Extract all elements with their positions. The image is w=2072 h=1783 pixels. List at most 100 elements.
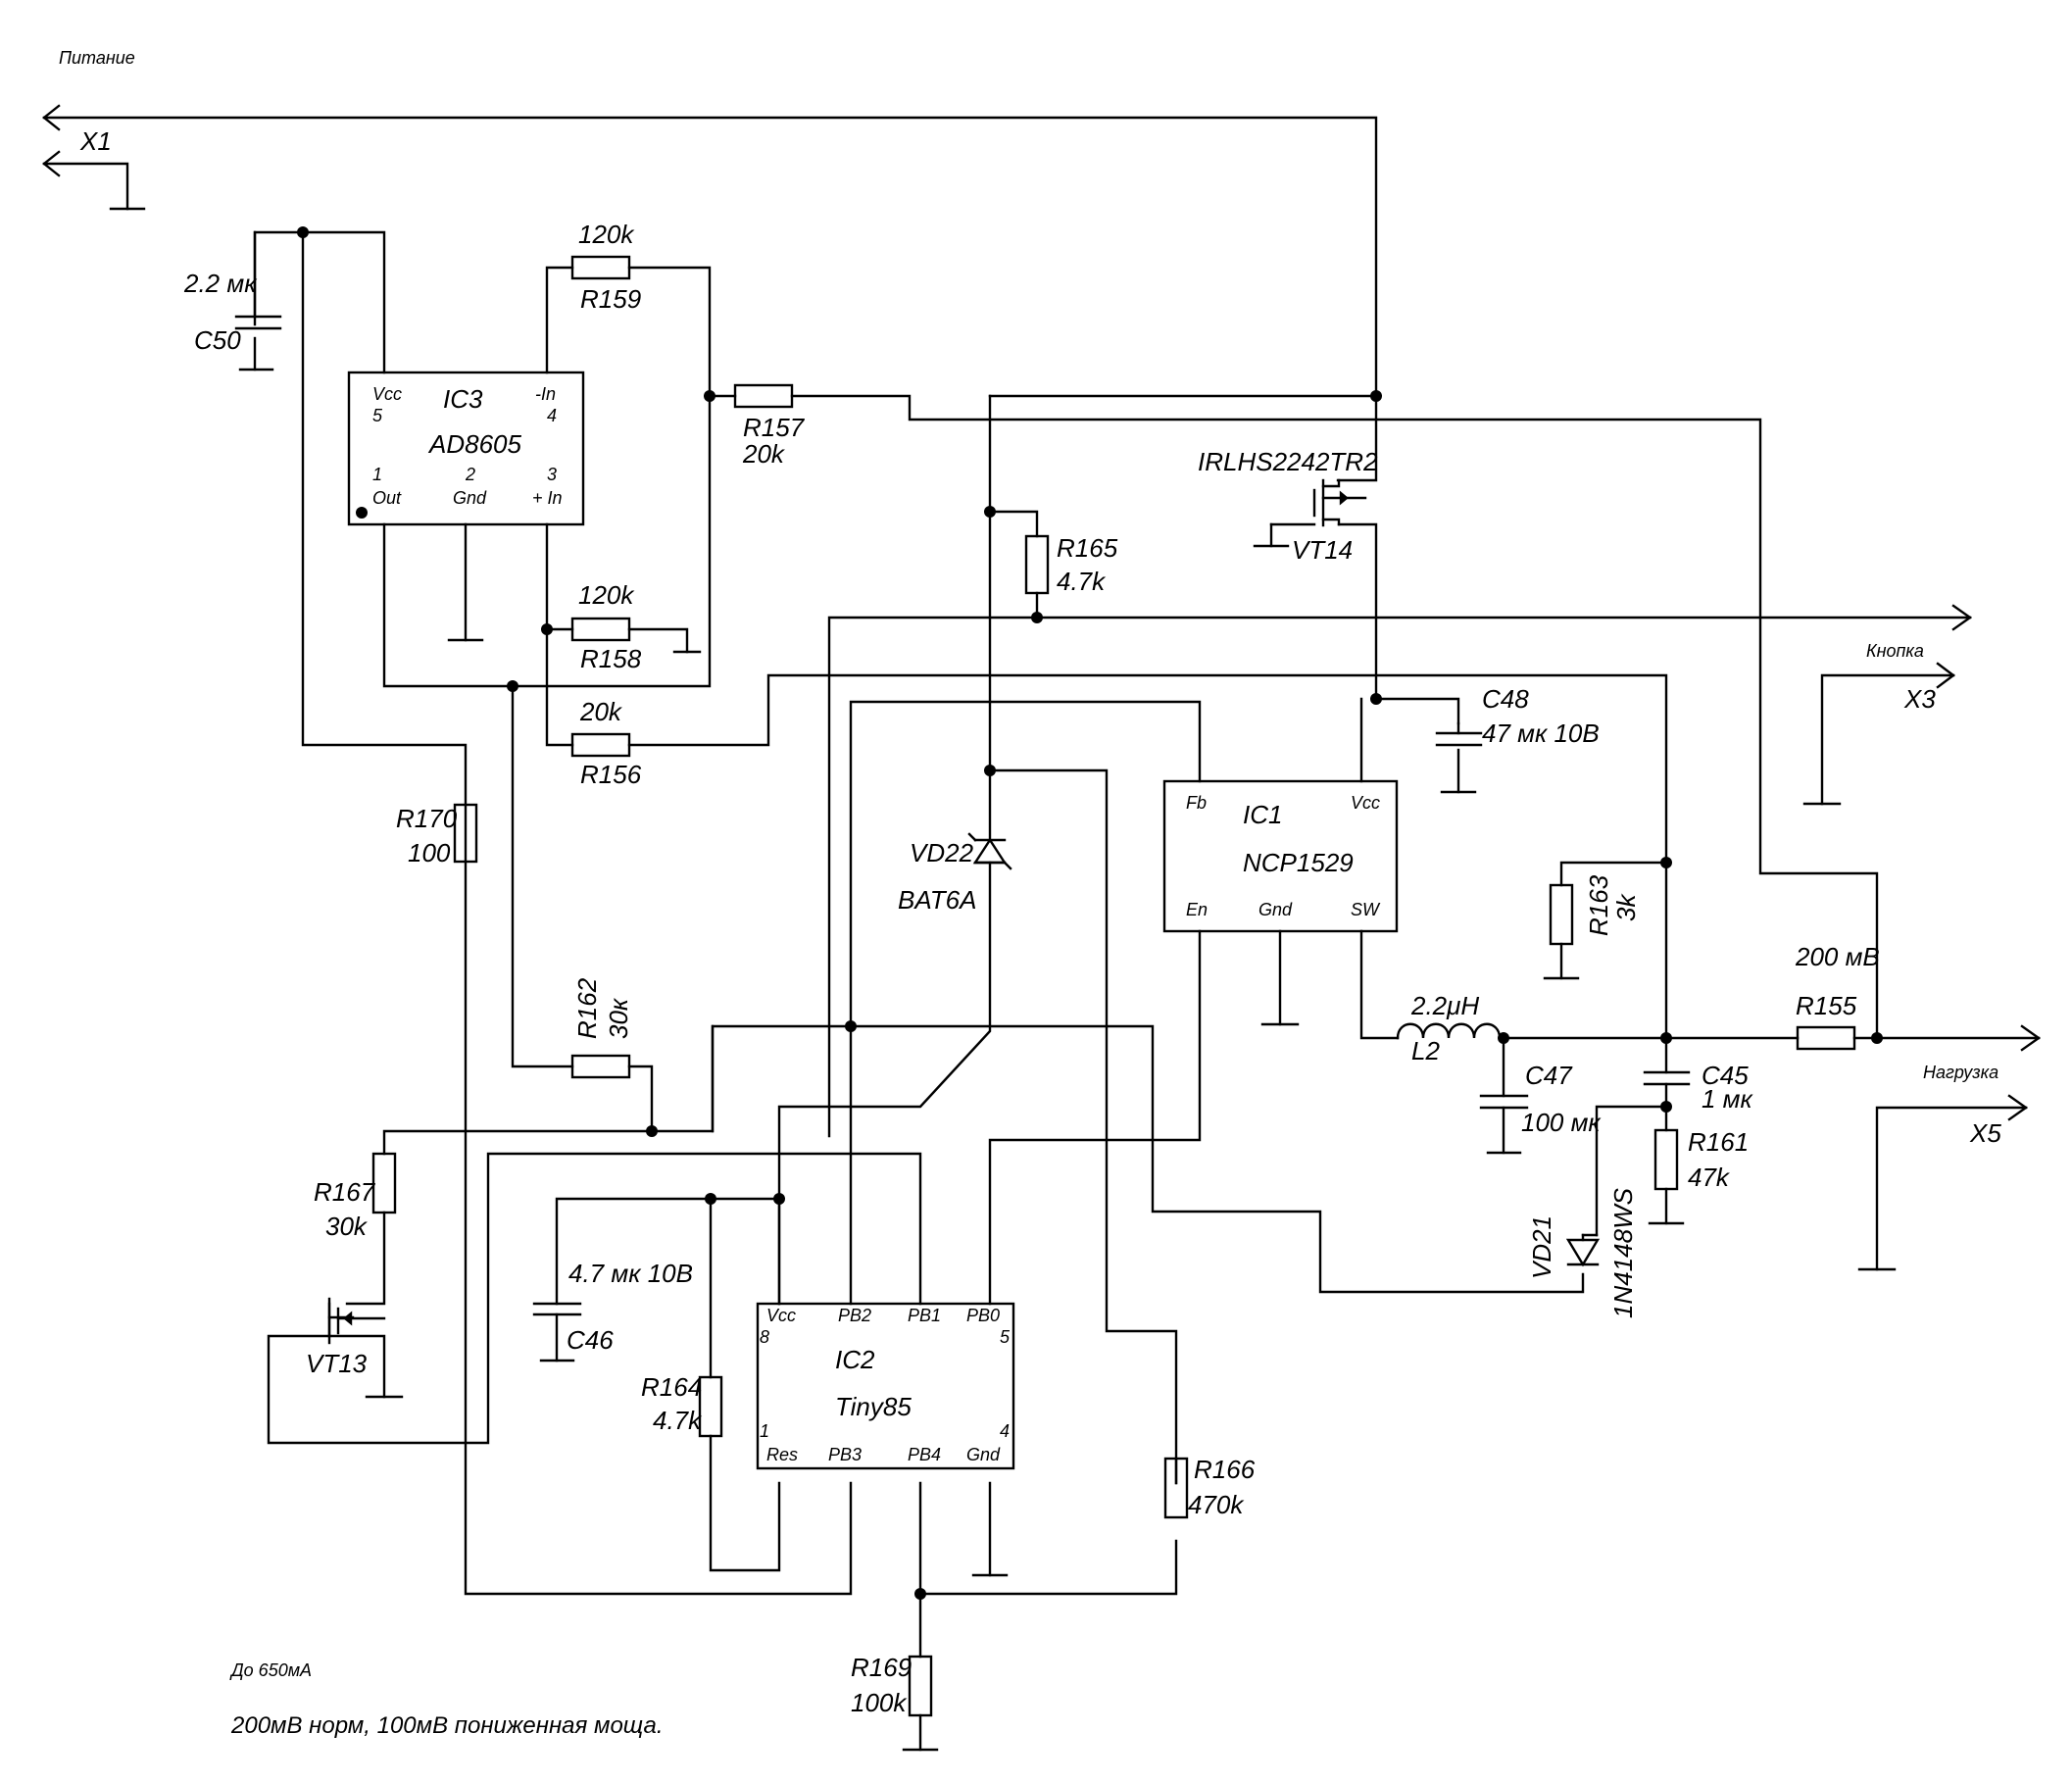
pin-ic2-8: 8 — [760, 1327, 769, 1347]
pin-ic1-en: En — [1186, 900, 1208, 919]
resistor-r167 — [371, 1152, 397, 1214]
label-ic3-part: AD8605 — [427, 429, 521, 459]
pin-ic3-vcc: Vcc — [372, 384, 402, 404]
diode-vd21 — [1565, 1233, 1601, 1267]
resistor-r157 — [733, 383, 794, 409]
label-c46: C46 — [567, 1325, 614, 1355]
label-ic1: IC1 — [1243, 800, 1282, 829]
label-vt14: VT14 — [1292, 535, 1353, 565]
resistor-r161 — [1653, 1128, 1679, 1191]
label-vd22-part: BAT6A — [898, 885, 976, 915]
pin-ic2-pb4: PB4 — [908, 1445, 941, 1464]
label-r167: R167 — [314, 1177, 376, 1207]
label-r161-val: 47k — [1688, 1163, 1731, 1192]
pin-ic2-pb2: PB2 — [838, 1306, 871, 1325]
label-x5: X5 — [1969, 1118, 2001, 1148]
pin-ic1-vcc: Vcc — [1351, 793, 1380, 813]
connectors — [42, 104, 2042, 1121]
resistor-r165 — [1024, 534, 1050, 595]
resistor-r162 — [570, 1054, 631, 1079]
pin-ic2-pb3: PB3 — [828, 1445, 862, 1464]
label-c48-val: 47 мк 10В — [1482, 718, 1600, 748]
label-ic2: IC2 — [835, 1345, 875, 1374]
pin-ic2-gnd: Gnd — [966, 1445, 1001, 1464]
pin-ic3-inp-num: 3 — [547, 465, 557, 484]
label-r169-val: 100k — [851, 1688, 908, 1717]
pin-ic3-gnd-num: 2 — [465, 465, 475, 484]
label-vd21-part: 1N4148WS — [1608, 1187, 1638, 1318]
resistor-r159 — [570, 255, 631, 280]
label-power: Питание — [59, 48, 135, 68]
ic2-box — [756, 1302, 1015, 1470]
label-200mv: 200 мВ — [1795, 942, 1880, 971]
label-knopka: Кнопка — [1866, 641, 1924, 661]
pin-ic1-gnd: Gnd — [1258, 900, 1293, 919]
pin-ic3-inm-num: 4 — [547, 406, 557, 425]
label-r166: R166 — [1194, 1455, 1256, 1484]
label-r155: R155 — [1796, 991, 1857, 1020]
label-r159: R159 — [580, 284, 641, 314]
pin-ic3-inp: + In — [532, 488, 563, 508]
resistor-r166 — [1163, 1457, 1189, 1519]
label-l2: L2 — [1411, 1036, 1440, 1065]
ic3-box — [347, 371, 585, 526]
power-rail-wire — [42, 116, 1378, 398]
label-r162-val: 30к — [604, 997, 633, 1039]
c50-r170-pb3-wire — [301, 230, 853, 1596]
pin-ic2-res: Res — [766, 1445, 798, 1464]
pin-ic3-inm: -In — [535, 384, 556, 404]
capacitor-c50 — [234, 230, 282, 330]
label-ic1-part: NCP1529 — [1243, 848, 1354, 877]
label-c46-val: 4.7 мк 10В — [568, 1259, 693, 1288]
label-r163: R163 — [1584, 874, 1613, 936]
pin-ic2-1: 1 — [760, 1421, 769, 1441]
resistor-r155 — [1796, 1025, 1856, 1051]
wires — [42, 116, 2041, 1752]
r157-wire — [790, 394, 1879, 1040]
label-r170-val: 100 — [408, 838, 451, 867]
label-r158: R158 — [580, 644, 642, 673]
label-r157: R157 — [743, 413, 806, 442]
pin-ic2-vcc: Vcc — [766, 1306, 796, 1325]
diode-vd22 — [967, 832, 1012, 870]
capacitor-c47 — [1479, 1094, 1529, 1110]
label-vt14-part: IRLHS2242TR2 — [1198, 447, 1378, 476]
label-r156-val: 20k — [579, 697, 623, 726]
label-vd21: VD21 — [1527, 1215, 1556, 1279]
label-r164: R164 — [641, 1372, 702, 1402]
label-r167-val: 30k — [325, 1212, 369, 1241]
label-vd22: VD22 — [910, 838, 974, 867]
label-r164-val: 4.7k — [653, 1406, 703, 1435]
resistor-r169 — [908, 1655, 933, 1717]
capacitor-c45 — [1643, 1070, 1691, 1086]
label-c47: C47 — [1525, 1061, 1573, 1090]
label-r166-val: 470k — [1188, 1490, 1245, 1519]
label-x3: X3 — [1903, 684, 1936, 714]
label-r157-val: 20k — [742, 439, 786, 469]
label-r169: R169 — [851, 1653, 912, 1682]
pin-ic3-vcc-num: 5 — [372, 406, 383, 425]
pin-ic3-out: Out — [372, 488, 402, 508]
label-l2-val: 2.2μH — [1410, 991, 1479, 1020]
label-c50: C50 — [194, 325, 241, 355]
label-r158-val: 120k — [578, 580, 635, 610]
ic1-box — [1162, 779, 1399, 933]
resistor-r158 — [570, 617, 631, 642]
label-c48: C48 — [1482, 684, 1529, 714]
label-c45-val: 1 мк — [1702, 1084, 1754, 1114]
pin-ic1-fb: Fb — [1186, 793, 1207, 813]
pin-ic2-pb0: PB0 — [966, 1306, 1000, 1325]
resistor-r156 — [570, 732, 631, 758]
pin-ic2-4: 4 — [1000, 1421, 1010, 1441]
resistor-r164 — [698, 1375, 723, 1438]
label-nagruzka: Нагрузка — [1923, 1063, 1998, 1082]
capacitor-c48 — [1435, 721, 1483, 747]
label-r162: R162 — [572, 977, 602, 1039]
label-r161: R161 — [1688, 1127, 1749, 1157]
x1-ground-wire — [42, 162, 129, 211]
r159-feedback-wire — [382, 266, 712, 688]
label-r165: R165 — [1057, 533, 1118, 563]
label-c45: C45 — [1702, 1061, 1749, 1090]
label-x1: X1 — [79, 126, 112, 156]
